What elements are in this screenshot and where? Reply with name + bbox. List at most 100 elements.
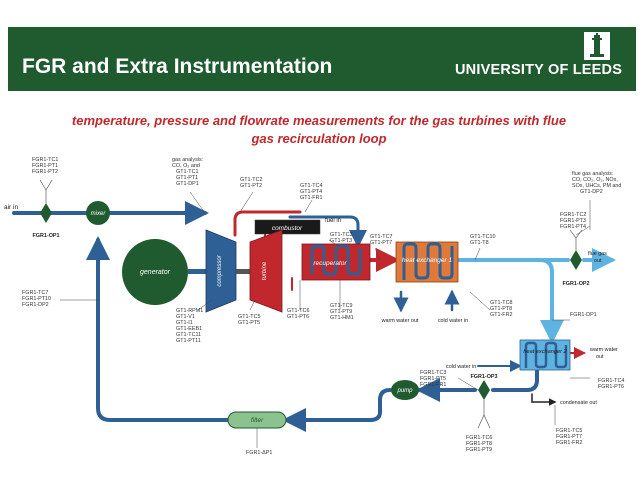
gt1-pt9-label: GT1-PT9 <box>330 309 352 315</box>
gt1-eeb1-label: GT1-EEB1 <box>176 326 202 332</box>
heat-exchanger-2-unit: heat exchanger 2 <box>519 339 571 371</box>
gas-analysis-1-line2: CO, O₂ and <box>172 163 200 169</box>
mixer-label: mixer <box>91 211 107 217</box>
fuel-in-label: fuel in <box>325 218 341 224</box>
instrument-leaders <box>60 191 591 448</box>
gt1-dp1-label: GT1-DP1 <box>176 181 199 187</box>
gt1-i1-label: GT1-I1 <box>176 320 193 326</box>
gt1-pt3-label: GT1-PT3 <box>330 238 352 244</box>
slide-title: FGR and Extra Instrumentation <box>22 55 333 78</box>
fgr-dp2-label: FGR1-DP2 <box>22 302 49 308</box>
turbine-label: turbine <box>262 261 268 280</box>
filter-label: filter <box>251 417 264 424</box>
gt1-dp2-label: GT1-DP2 <box>580 189 603 195</box>
header-band <box>8 27 636 91</box>
fgr-fr2-label: FGR1-FR2 <box>556 440 582 446</box>
flue-gas-analysis-line3: SOx, UHCs, PM and <box>572 183 621 189</box>
gt1-tc11-label: GT1-TC11 <box>176 332 201 338</box>
heat-exchanger-1-unit: heat exchanger 1 <box>395 241 459 283</box>
fgr-pt10-label: FGR1-PT10 <box>22 296 51 302</box>
cold-water-in-1-label: cold water in <box>438 318 468 324</box>
fgr-dp1-label: FGR1-DP1 <box>570 312 597 318</box>
cold-water-in-2-label: cold water in <box>446 364 476 370</box>
flue-gas-analysis-title: flue gas analysis: <box>572 171 613 177</box>
gt1-pt6-label: GT1-PT6 <box>287 314 309 320</box>
recuperator-unit: recuperator <box>301 243 371 281</box>
flue-gas-out-line2: out <box>594 258 602 264</box>
op3-label: FGR1-OP3 <box>471 374 498 380</box>
gt1-fr2-label: GT1-FR2 <box>490 312 512 318</box>
gt1-tc9-label: GT1-TC9 <box>330 303 352 309</box>
gt1-pt4-label: GT1-PT4 <box>300 189 322 195</box>
fgr-pt5-label: FGR1-PT5 <box>420 376 446 382</box>
compressor-label: compressor <box>217 254 223 286</box>
generator-unit: generator <box>122 239 206 305</box>
fgr-tc7-label: FGR1-TC7 <box>22 290 48 296</box>
fgr-tc3-label: FGR1-TC3 <box>420 370 446 376</box>
gt1-hm1-label: GT1-HM1 <box>330 315 354 321</box>
gt1-tc2-label: GT1-TC2 <box>240 177 262 183</box>
fgr-dp1-filter-label: FGR1-ΔP1 <box>246 450 272 456</box>
op2-label: FGR1-OP2 <box>563 281 590 287</box>
gt1-pt1-label: GT1-PT1 <box>176 175 198 181</box>
gt1-t8-label: GT1-T8 <box>470 240 489 246</box>
gt1-tc7-label: GT1-TC7 <box>370 234 392 240</box>
gt1-v1-label: GT1-V1 <box>176 314 195 320</box>
recuperator-label: recuperator <box>313 260 347 267</box>
slide-subtitle: temperature, pressure and flowrate measu… <box>10 112 628 148</box>
gt1-tc5-label: GT1-TC5 <box>238 314 260 320</box>
fgr-pt6-label: FGR1-PT6 <box>598 384 624 390</box>
subtitle-line-1: temperature, pressure and flowrate measu… <box>71 113 567 128</box>
flue-gas-out-line1: flue gas <box>588 251 607 257</box>
filter-unit: filter <box>227 411 287 429</box>
gt1-fr1-label: GT1-FR1 <box>300 195 322 201</box>
pump-label: pump <box>396 388 413 394</box>
orifice-op1 <box>39 179 53 223</box>
mixer-unit: mixer <box>86 201 110 225</box>
fgr-tc5-label: FGR1-TC5 <box>556 428 582 434</box>
fgr-tc2-label: FGR1-TC2 <box>560 212 586 218</box>
fgr-fr1-label: FGR1-FR1 <box>420 382 446 388</box>
university-crest-icon <box>584 32 610 60</box>
warm-water-out-1-label: warm water out <box>381 318 419 324</box>
compressor-unit: compressor <box>205 229 237 313</box>
fgr-tc6-label: FGR1-TC6 <box>466 435 492 441</box>
gt1-tc6-label: GT1-TC6 <box>287 308 309 314</box>
gt1-pt7-label: GT1-PT7 <box>370 240 392 246</box>
warm-water-out-2-line1: warm water <box>589 347 618 353</box>
fgr-pt9-label: FGR1-PT9 <box>466 447 492 453</box>
fgr-pt8-label: FGR1-PT8 <box>466 441 492 447</box>
process-diagram: combustor mixer generator compressor tur… <box>4 157 624 456</box>
gt1-tc10-label: GT1-TC10 <box>470 234 495 240</box>
fgr-pt4-label: FGR1-PT4 <box>560 224 586 230</box>
gt1-pt5-label: GT1-PT5 <box>238 320 260 326</box>
fgr-tc4-label: FGR1-TC4 <box>598 378 624 384</box>
fgr-pt2-label: FGR1-PT2 <box>32 169 58 175</box>
warm-water-out-2-line2: out <box>596 354 604 360</box>
slide-header: FGR and Extra Instrumentation UNIVERSITY… <box>0 0 638 96</box>
combustor-label: combustor <box>272 225 303 232</box>
op1-label: FGR1-OP1 <box>33 233 60 239</box>
gt1-tc8-label: GT1-TC8 <box>490 300 512 306</box>
fgr-pt3-label: FGR1-PT3 <box>560 218 586 224</box>
university-logo-text: UNIVERSITY OF LEEDS <box>455 62 623 78</box>
gt1-tc3-label: GT1-TC3 <box>330 232 352 238</box>
hx2-label: heat exchanger 2 <box>523 349 567 355</box>
gas-analysis-1-title: gas analysis: <box>172 157 203 163</box>
orifice-op3 <box>477 380 491 429</box>
gt1-pt11-label: GT1-PT11 <box>176 338 201 344</box>
gt1-tc1-label: GT1-TC1 <box>176 169 198 175</box>
generator-label: generator <box>140 269 171 276</box>
fgr-pt7-label: FGR1-PT7 <box>556 434 582 440</box>
subtitle-line-2: gas recirculation loop <box>251 131 387 146</box>
gt1-pt2-label: GT1-PT2 <box>240 183 262 189</box>
fgr-tc1-label: FGR1-TC1 <box>32 157 58 163</box>
gt1-rpm1-label: GT1-RPM1 <box>176 308 203 314</box>
fgr-pt1-label: FGR1-PT1 <box>32 163 58 169</box>
diagram-labels: air in FGR1-OP1 FGR1-OP2 FGR1-OP3 fuel i… <box>4 157 624 456</box>
pump-unit: pump <box>391 380 419 400</box>
gt1-pt8-label: GT1-PT8 <box>490 306 512 312</box>
air-in-label: air in <box>4 204 18 211</box>
turbine-unit: turbine <box>249 229 283 313</box>
pipe-network <box>12 201 616 432</box>
